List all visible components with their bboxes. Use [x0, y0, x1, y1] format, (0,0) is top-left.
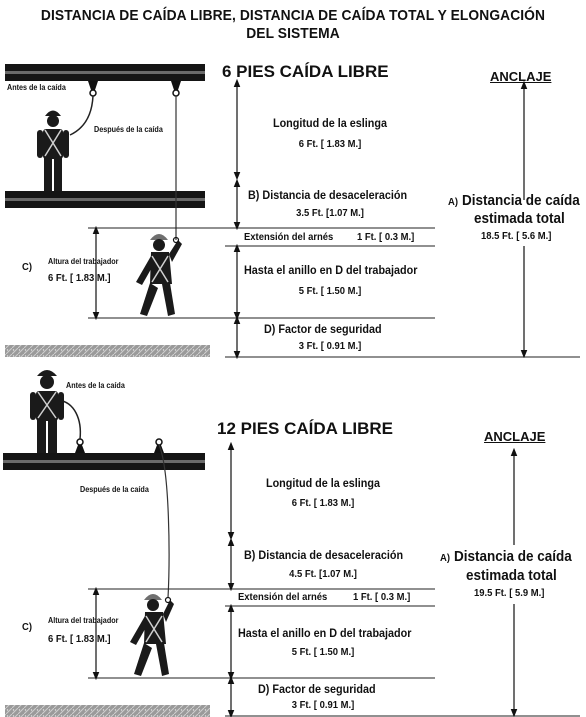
dring-label: Hasta el anillo en D del trabajador [244, 263, 418, 277]
anchor-label: ANCLAJE [490, 69, 552, 84]
worker-height-prefix: C) [22, 261, 32, 273]
total-label: Distancia de caída [462, 192, 580, 209]
decel-value: 3.5 Ft. [1.07 M.] [296, 207, 364, 219]
total-prefix: A) [440, 552, 450, 564]
harness-ext-value: 1 Ft. [ 0.3 M.] [353, 591, 411, 603]
anchor-label: ANCLAJE [484, 429, 546, 444]
panel-12ft [3, 370, 580, 717]
lanyard-length-value: 6 Ft. [ 1.83 M.] [291, 497, 355, 509]
safety-label: D) Factor de seguridad [264, 322, 382, 336]
dring-label: Hasta el anillo en D del trabajador [238, 626, 412, 640]
ground-strip [5, 345, 210, 357]
harness-ext-label: Extensión del arnés [238, 591, 328, 603]
harness-ext-value: 1 Ft. [ 0.3 M.] [357, 231, 415, 243]
page-title: DISTANCIA DE CAÍDA LIBRE, DISTANCIA DE C… [40, 7, 546, 24]
safety-label: D) Factor de seguridad [258, 682, 376, 696]
total-label: Distancia de caída [454, 548, 572, 565]
lanyard-line [69, 95, 94, 136]
total-label-2: estimada total [474, 210, 565, 227]
after-fall-label: Después de la caída [94, 125, 163, 134]
panel-heading: 12 PIES CAÍDA LIBRE [217, 419, 394, 438]
lanyard-length-label: Longitud de la eslinga [265, 476, 381, 490]
safety-value: 3 Ft. [ 0.91 M.] [298, 340, 362, 352]
floor-beam [5, 191, 205, 208]
before-fall-label: Antes de la caída [66, 381, 125, 390]
total-value: 19.5 Ft. [ 5.9 M.] [474, 587, 545, 599]
decel-label: B) Distancia de desaceleración [244, 548, 404, 562]
dring-value: 5 Ft. [ 1.50 M.] [291, 646, 355, 658]
harness-ext-label: Extensión del arnés [244, 231, 334, 243]
worker-height-label: Altura del trabajador [48, 257, 119, 266]
worker-fallen-icon [136, 234, 182, 316]
lanyard-line [158, 444, 170, 599]
total-label-2: estimada total [466, 567, 557, 584]
after-fall-label: Después de la caída [80, 485, 149, 494]
worker-height-value: 6 Ft. [ 1.83 M.] [48, 272, 111, 284]
page-title-line2: DEL SISTEMA [246, 25, 340, 42]
worker-fallen-icon [130, 594, 174, 676]
decel-value: 4.5 Ft. [1.07 M.] [289, 568, 357, 580]
worker-height-value: 6 Ft. [ 1.83 M.] [48, 633, 111, 645]
before-fall-label: Antes de la caída [7, 83, 66, 92]
dring-value: 5 Ft. [ 1.50 M.] [298, 285, 362, 297]
lanyard-length-label: Longitud de la eslinga [272, 116, 388, 130]
anchor-connector-icon [88, 81, 98, 97]
safety-value: 3 Ft. [ 0.91 M.] [291, 699, 355, 711]
worker-standing-icon [37, 110, 69, 191]
panel-heading: 6 PIES CAÍDA LIBRE [222, 62, 389, 81]
total-prefix: A) [448, 196, 458, 208]
anchor-connector-icon [75, 438, 85, 453]
total-value: 18.5 Ft. [ 5.6 M.] [481, 230, 552, 242]
panel-6ft [5, 64, 580, 360]
floor-beam [3, 453, 205, 470]
ground-strip [5, 705, 210, 717]
worker-height-label: Altura del trabajador [48, 616, 119, 625]
anchor-beam-top [5, 64, 205, 81]
decel-label: B) Distancia de desaceleración [248, 188, 408, 202]
worker-height-prefix: C) [22, 621, 32, 633]
anchor-connector-icon [171, 81, 181, 97]
lanyard-length-value: 6 Ft. [ 1.83 M.] [298, 138, 362, 150]
worker-standing-icon [30, 370, 64, 453]
